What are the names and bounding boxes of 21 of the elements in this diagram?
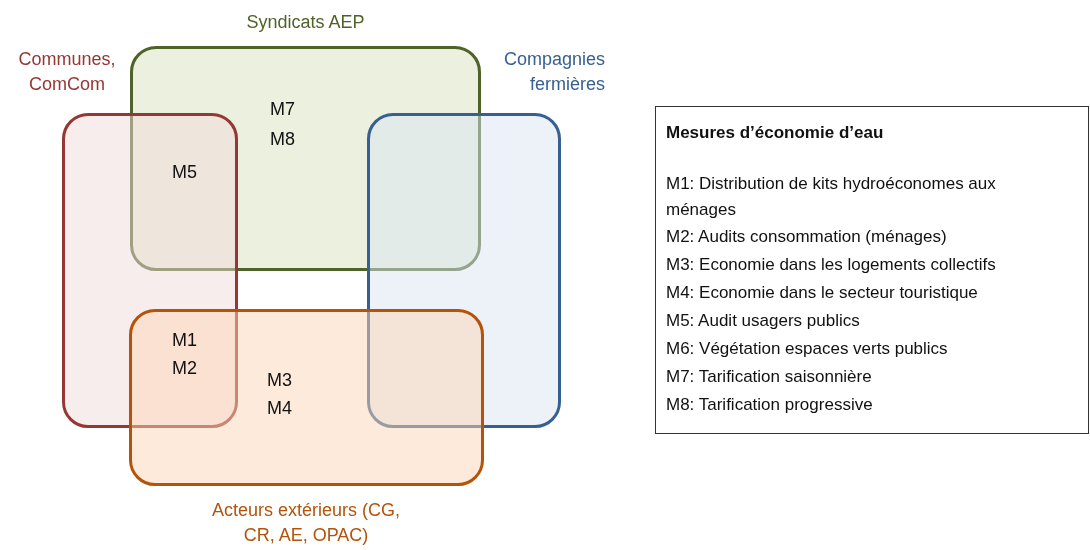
- legend-title: Mesures d’économie d’eau: [666, 122, 885, 144]
- legend-item: M4: Economie dans le secteur touristique: [666, 282, 979, 304]
- legend-item: M7: Tarification saisonnière: [666, 366, 873, 388]
- legend-item: M2: Audits consommation (ménages): [666, 226, 948, 248]
- set-heading: Communes, ComCom: [17, 48, 117, 96]
- legend-panel: [655, 106, 1089, 434]
- set-heading: Compagnies fermières: [502, 48, 605, 96]
- set-heading: Syndicats AEP: [245, 11, 366, 34]
- legend-item: M5: Audit usagers publics: [666, 310, 861, 332]
- measure-label: M5: [172, 161, 197, 183]
- measure-label: M2: [172, 357, 197, 379]
- legend-item: M8: Tarification progressive: [666, 394, 874, 416]
- set-heading: Acteurs extérieurs (CG, CR, AE, OPAC): [210, 499, 402, 547]
- measure-label: M4: [267, 397, 292, 419]
- measure-label: M8: [270, 128, 295, 150]
- measure-label: M7: [270, 98, 295, 120]
- measure-label: M3: [267, 369, 292, 391]
- legend-item: M3: Economie dans les logements collectifs: [666, 254, 997, 276]
- measure-label: M1: [172, 329, 197, 351]
- legend-item: M1: Distribution de kits hydroéconomes aux ménages: [666, 173, 997, 221]
- legend-item: M6: Végétation espaces verts publics: [666, 338, 949, 360]
